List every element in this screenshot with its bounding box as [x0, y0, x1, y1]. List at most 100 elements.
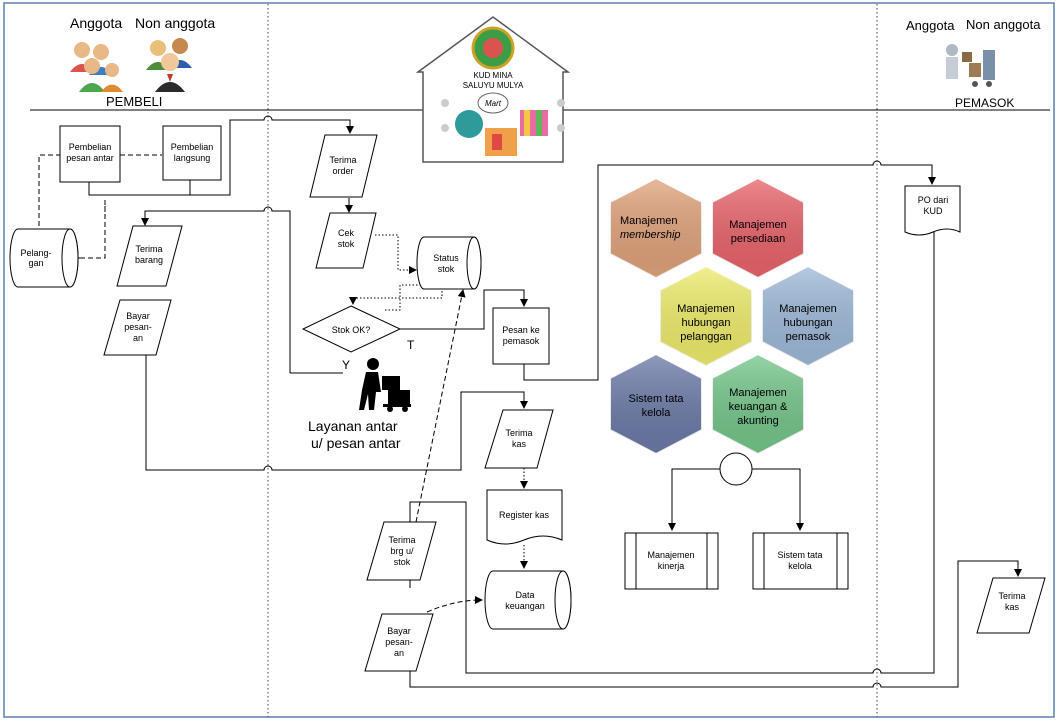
store-pay-label-2: pesan- [385, 637, 413, 647]
supplier-receive-cash-node: Terima kas [976, 577, 1046, 634]
hex-supplier-label-2: hubungan [784, 317, 833, 329]
po-document: PO dari KUD [904, 185, 961, 236]
stock-status-label-1: Status [433, 253, 459, 263]
hex-inventory: Manajemen persediaan [711, 176, 805, 280]
supplier-cash-label-2: kas [1005, 602, 1020, 612]
delivery-person-icon [359, 358, 411, 412]
check-stock-label-2: stok [338, 239, 355, 249]
management-connector-circle [719, 452, 753, 486]
order-supplier-label-2: pemasok [503, 336, 540, 346]
connectors-solid [88, 115, 1022, 688]
cash-register-label: Register kas [499, 510, 550, 520]
hex-finance-label-2: keuangan & [729, 401, 788, 413]
receive-goods-node: Terima barang [116, 225, 183, 287]
hex-inventory-label-2: persediaan [731, 233, 785, 245]
logo-line-2: SALUYU MULYA [463, 81, 524, 90]
supplier-member-label: Anggota [906, 18, 955, 33]
stock-ok-decision: Stok OK? [301, 305, 402, 353]
delivery-service-label-1: Layanan antar [308, 418, 398, 434]
hex-customer-label-1: Manajemen [677, 303, 734, 315]
receive-order-label-2: order [332, 166, 353, 176]
buyer-pay-label-2: pesan- [124, 322, 152, 332]
stock-ok-no-label: T [407, 338, 415, 352]
governance-box-label-1: Sistem tata [777, 550, 822, 560]
kud-mart-logo: KUD MINA SALUYU MULYA Mart [415, 16, 571, 163]
financial-data-cylinder: Data keuangan [484, 570, 572, 630]
receive-goods-label-1: Terima [135, 244, 162, 254]
buyer-pay-order-node: Bayar pesan- an [103, 299, 172, 356]
hex-supplier-label-3: pemasok [786, 331, 831, 343]
connectors-dotted [349, 234, 528, 569]
hex-customer-label-2: hubungan [682, 317, 731, 329]
receive-cash-node: Terima kas [484, 409, 554, 469]
hex-governance: Sistem tata kelola [609, 352, 703, 456]
financial-data-label-1: Data [515, 590, 534, 600]
delivery-service-label-2: u/ pesan antar [311, 435, 401, 451]
hex-customer-label-3: pelanggan [680, 331, 731, 343]
hex-membership-label-2: membership [620, 229, 681, 241]
logo-mart-label: Mart [485, 99, 502, 108]
receive-stock-label-1: Terima [388, 535, 415, 545]
hex-supplier-relations: Manajemen hubungan pemasok [761, 264, 855, 368]
purchase-delivery-label-1: Pembelian [69, 142, 112, 152]
governance-box-label-2: kelola [788, 561, 812, 571]
hex-finance-label-1: Manajemen [729, 387, 786, 399]
receive-stock-label-2: brg u/ [390, 546, 414, 556]
supplier-cash-label-1: Terima [998, 591, 1025, 601]
nonmember-group-icon [146, 38, 192, 92]
hex-finance: Manajemen keuangan & akunting [711, 352, 805, 456]
performance-mgmt-box: Manajemen kinerja [624, 532, 719, 590]
purchase-delivery-label-2: pesan antar [66, 153, 114, 163]
store-pay-label-3: an [394, 648, 404, 658]
receive-goods-label-2: barang [135, 255, 163, 265]
stock-status-label-2: stok [438, 264, 455, 274]
check-stock-label-1: Cek [338, 228, 355, 238]
customer-label-2: gan [28, 258, 43, 268]
po-label-2: KUD [923, 206, 943, 216]
order-supplier-box: Pesan ke pemasok [492, 307, 550, 365]
stock-ok-yes-label: Y [342, 358, 350, 372]
member-group-icon [70, 42, 123, 92]
purchase-direct-label-2: langsung [174, 153, 211, 163]
receive-cash-label-2: kas [512, 439, 527, 449]
connectors-dashed [38, 154, 483, 613]
purchase-delivery-doc: Pembelian pesan antar [59, 125, 121, 183]
supplier-nonmember-label: Non anggota [966, 17, 1041, 32]
stock-status-cylinder: Status stok [416, 236, 482, 290]
hex-supplier-label-1: Manajemen [779, 303, 836, 315]
buyer-lane-title: PEMBELI [106, 94, 162, 109]
supplier-icon [946, 44, 995, 87]
hex-membership-label-1: Manajemen [620, 215, 677, 227]
receive-stock-label-3: stok [394, 557, 411, 567]
governance-system-box: Sistem tata kelola [752, 532, 849, 590]
hex-governance-label-1: Sistem tata [628, 393, 684, 405]
purchase-direct-doc: Pembelian langsung [162, 125, 222, 181]
check-stock-node: Cek stok [315, 212, 377, 269]
performance-label-1: Manajemen [647, 550, 694, 560]
customer-cylinder: Pelang- gan [9, 228, 79, 288]
hex-membership: Manajemen membership [609, 176, 703, 280]
buyer-member-label: Anggota [70, 15, 122, 31]
buyer-pay-label-3: an [133, 333, 143, 343]
purchase-direct-label-1: Pembelian [171, 142, 214, 152]
outer-frame [3, 2, 1055, 718]
buyer-pay-label-1: Bayar [126, 311, 150, 321]
stock-ok-label: Stok OK? [332, 325, 371, 335]
receive-cash-label-1: Terima [505, 428, 532, 438]
po-label-1: PO dari [918, 195, 949, 205]
hex-governance-label-2: kelola [642, 407, 672, 419]
receive-goods-stock-node: Terima brg u/ stok [366, 521, 437, 581]
performance-label-2: kinerja [658, 561, 685, 571]
financial-data-label-2: keuangan [505, 601, 545, 611]
buyer-nonmember-label: Non anggota [135, 15, 215, 31]
hex-finance-label-3: akunting [737, 415, 779, 427]
receive-order-label-1: Terima [329, 155, 356, 165]
store-pay-label-1: Bayar [387, 626, 411, 636]
hex-inventory-label-1: Manajemen [729, 219, 786, 231]
order-supplier-label-1: Pesan ke [502, 325, 540, 335]
supplier-lane-title: PEMASOK [955, 96, 1014, 110]
customer-label-1: Pelang- [20, 248, 51, 258]
hex-customer-relations: Manajemen hubungan pelanggan [659, 264, 753, 368]
